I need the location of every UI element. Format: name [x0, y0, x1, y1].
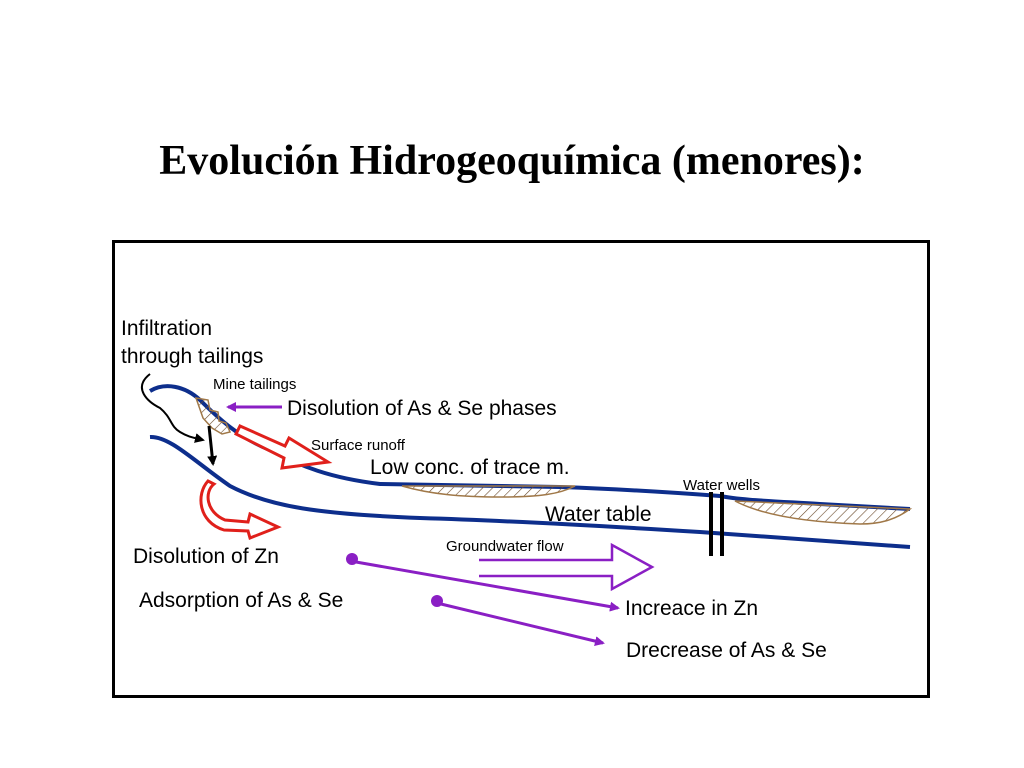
label-adsorption: Adsorption of As & Se	[139, 589, 343, 612]
label-low-conc: Low conc. of trace m.	[370, 456, 570, 479]
page-title: Evolución Hidrogeoquímica (menores):	[159, 138, 865, 184]
mine-tailings-deposit	[194, 397, 232, 435]
label-disolution-zn: Disolution of Zn	[133, 545, 279, 568]
label-water-wells: Water wells	[683, 477, 760, 494]
groundwater-flow-arrow	[479, 542, 655, 592]
surface-deposit-left	[401, 485, 576, 498]
infiltration-down-arrow	[207, 425, 218, 466]
diagram-frame	[112, 240, 930, 698]
label-mine-tailings: Mine tailings	[213, 376, 296, 393]
increase-zn-arrow	[355, 560, 620, 612]
disolution-zn-dot	[346, 553, 358, 565]
label-surface-runoff: Surface runoff	[311, 437, 406, 454]
label-decrease-as-se: Drecrease of As & Se	[626, 639, 827, 662]
decrease-as-se-arrow	[440, 602, 605, 646]
infiltration-red-arrow	[199, 479, 282, 540]
water-table-line	[149, 434, 911, 549]
label-groundwater-flow: Groundwater flow	[446, 538, 564, 555]
label-increase-zn: Increace in Zn	[625, 597, 758, 620]
label-infiltration-2: through tailings	[121, 345, 263, 368]
label-disolution-as-se: Disolution of As & Se phases	[287, 397, 557, 420]
surface-runoff-arrow	[233, 424, 333, 470]
label-infiltration-1: Infiltration	[121, 317, 212, 340]
infiltration-curved-arrow	[141, 373, 205, 443]
adsorption-dot	[431, 595, 443, 607]
surface-deposit-right	[734, 500, 913, 525]
label-water-table: Water table	[545, 503, 652, 526]
